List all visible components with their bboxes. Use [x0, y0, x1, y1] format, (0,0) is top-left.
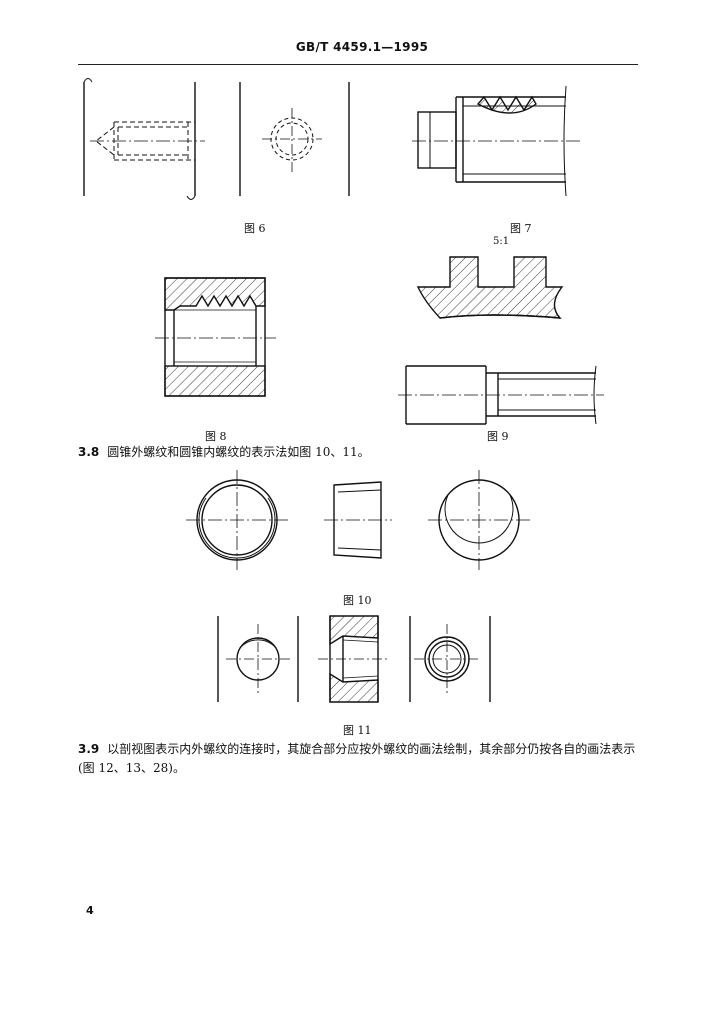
fig8-internal-thread-section [155, 277, 276, 397]
fig6-caption: 图 6 [244, 222, 266, 235]
clause-3-9-number: 3.9 [78, 742, 100, 756]
clause-3-8: 3.8 圆锥外螺纹和圆锥内螺纹的表示法如图 10、11。 [78, 443, 644, 462]
standard-number: GB/T 4459.1—1995 [295, 40, 429, 54]
fig11-left-end-view [217, 616, 299, 702]
header-rule [78, 64, 638, 65]
fig11-right-end-view [409, 616, 491, 702]
clause-3-9-text: 以剖视图表示内外螺纹的连接时，其旋合部分应按外螺纹的画法绘制，其余部分仍按各自的… [78, 742, 636, 775]
fig8-caption: 图 8 [205, 430, 227, 443]
fig6-hidden-thread-end-view [239, 82, 350, 196]
fig7-external-thread-breakout [412, 85, 580, 197]
fig9-caption: 图 9 [487, 430, 509, 443]
fig10-middle-side-view [324, 481, 392, 559]
fig10-caption: 图 10 [343, 594, 372, 607]
fig10-tapered-external-thread [186, 470, 532, 570]
page-number: 4 [86, 904, 94, 917]
fig11-caption: 图 11 [343, 724, 372, 737]
fig11-middle-section-view [318, 615, 390, 703]
fig9-enlarged-profile-detail [416, 256, 564, 319]
fig9-scale-label: 5:1 [493, 236, 510, 247]
fig9-external-thread [398, 365, 604, 425]
clause-3-8-text: 圆锥外螺纹和圆锥内螺纹的表示法如图 10、11。 [107, 445, 370, 459]
clause-3-8-number: 3.8 [78, 445, 100, 459]
fig10-left-end-view [186, 470, 290, 570]
fig6-hidden-thread-side-view [83, 78, 205, 200]
fig10-right-end-view [428, 470, 532, 570]
fig7-caption: 图 7 [510, 222, 532, 235]
fig11-tapered-internal-thread [217, 615, 491, 703]
